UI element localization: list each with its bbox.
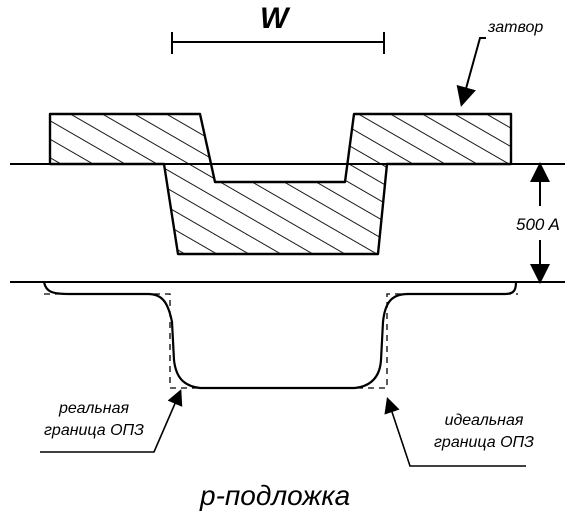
oxide-thickness-label: 500 A — [516, 215, 560, 234]
ideal-boundary-label: идеальная граница ОПЗ — [424, 410, 544, 454]
real-depletion-boundary — [42, 281, 518, 390]
ideal-boundary-label-line1: идеальная — [444, 412, 524, 429]
real-boundary-label: реальная граница ОПЗ — [34, 398, 154, 442]
real-boundary-label-line1: реальная — [58, 400, 130, 417]
real-boundary-leader — [40, 389, 183, 453]
ideal-boundary-leader — [384, 396, 526, 467]
width-label: W — [260, 2, 289, 35]
ideal-depletion-boundary — [44, 293, 518, 389]
gate-leader-arrow — [456, 37, 486, 107]
width-dimension — [171, 32, 385, 54]
gate-label: затвор — [488, 19, 544, 36]
ideal-boundary-label-line2: граница ОПЗ — [434, 434, 534, 451]
real-boundary-label-line2: граница ОПЗ — [44, 422, 144, 439]
substrate-label: p-подложка — [200, 480, 351, 511]
gate-electrode — [48, 112, 513, 256]
